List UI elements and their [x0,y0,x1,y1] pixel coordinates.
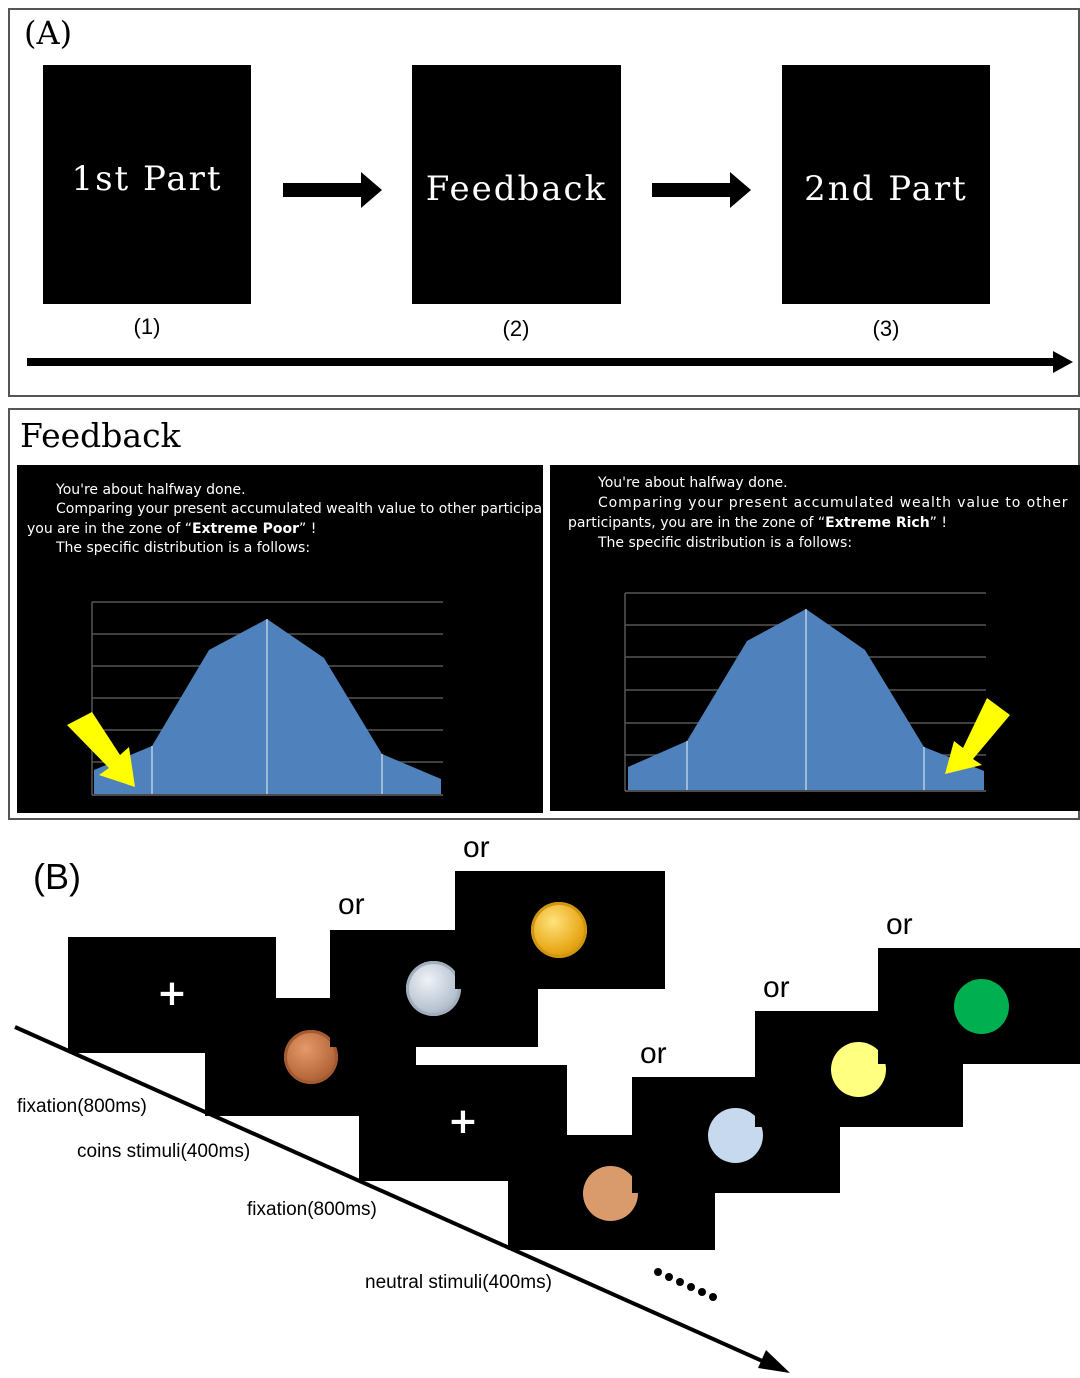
or-label: or [463,831,490,864]
panel-a-frame [8,8,1080,397]
or-label: or [338,888,365,921]
fixation-cross-icon: + [156,973,188,1014]
feedback-line-4: The specific distribution is a follows: [598,535,853,551]
screen-feedback: Feedback [412,65,621,304]
zone-name: Extreme Rich [825,515,930,531]
pointer-arrow-icon [67,712,135,787]
yellow-circle-icon [831,1042,886,1097]
screen-first-part-text: 1st Part [71,159,223,199]
flow-arrow-icon [652,172,751,208]
gold-coin-icon [531,902,587,958]
zone-name: Extreme Poor [191,521,299,537]
feedback-line-2: Comparing your present accumulated wealt… [56,501,569,517]
green-circle-icon [954,979,1009,1034]
panel-b-label: (B) [33,856,81,897]
step-caption-2: (2) [502,316,530,341]
zone-prefix: you are in the zone of “ [27,521,192,537]
silver-coin-icon [406,961,461,1016]
tan-circle-icon [583,1166,638,1221]
or-label: or [763,971,790,1004]
timeline-label-fixation-2: fixation(800ms) [247,1199,377,1220]
or-label: or [640,1037,667,1070]
panel-a-label: (A) [24,14,73,52]
dots-icon [654,1268,717,1301]
or-label: or [886,908,913,941]
feedback-line-3: participants, you are in the zone of “Ex… [568,514,947,534]
timeline-label-coins: coins stimuli(400ms) [77,1141,251,1162]
feedback-screen-rich: You're about halfway done. Comparing you… [550,465,1080,811]
lightblue-circle-icon [708,1108,763,1163]
distribution-chart [67,601,443,796]
feedback-line-4: The specific distribution is a follows: [56,540,311,556]
screen-feedback-text: Feedback [425,169,608,209]
timeline-label-neutral: neutral stimuli(400ms) [365,1272,552,1293]
feedback-screen-poor: You're about halfway done. Comparing you… [17,465,568,813]
distribution-chart [624,592,1010,792]
neutral-screen-green [878,948,1080,1064]
screen-second-part: 2nd Part [782,65,990,304]
pointer-arrow-icon [945,698,1010,774]
zone-prefix: participants, you are in the zone of “ [568,515,826,531]
screen-first-part: 1st Part [43,65,251,304]
neutral-screen-lightblue [632,1077,840,1193]
time-arrow-icon [27,351,1073,373]
feedback-line-1: You're about halfway done. [598,475,788,491]
feedback-line-2: Comparing your present accumulated wealt… [598,495,1069,511]
coin-screen-gold [455,871,665,989]
feedback-panel-title: Feedback [20,416,181,455]
feedback-line-3: you are in the zone of “Extreme Poor” ! [27,520,316,540]
flow-arrow-icon [283,172,382,208]
screen-second-part-text: 2nd Part [804,169,968,209]
zone-suffix: ” ! [299,521,317,537]
fixation-cross-icon: + [447,1101,479,1142]
step-caption-1: (1) [133,314,161,339]
feedback-line-1: You're about halfway done. [56,482,246,498]
step-caption-3: (3) [872,316,900,341]
timeline-label-fixation-1: fixation(800ms) [17,1096,147,1117]
bronze-coin-icon [284,1030,338,1084]
zone-suffix: ” ! [929,515,947,531]
